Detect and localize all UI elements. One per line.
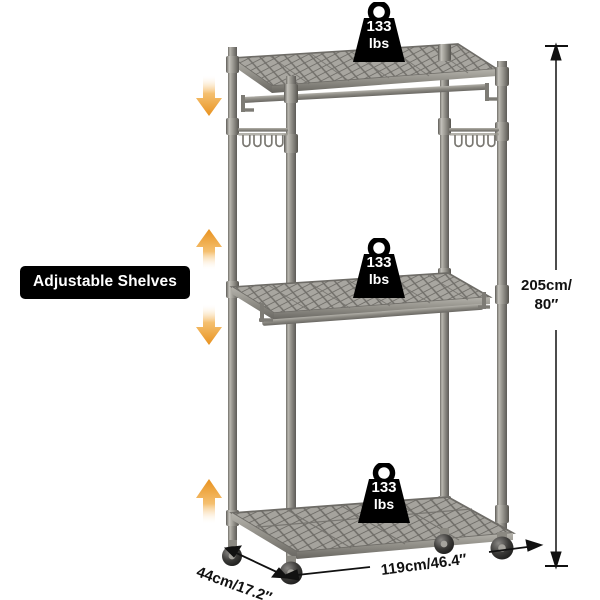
dimension-label-height: 205cm/ 80″: [521, 276, 572, 314]
capacity-badge-top-shelf: 133 lbs: [343, 2, 415, 64]
dimension-height-line2: 80″: [534, 296, 559, 313]
hooks: [242, 135, 284, 148]
right-hook-rail: [449, 128, 499, 148]
top-hanging-rod: [241, 83, 498, 112]
dimension-line-depth: [223, 545, 290, 579]
casters: [222, 528, 514, 585]
weight-icon: [358, 463, 410, 523]
adjust-arrow-1-down: [196, 75, 222, 116]
adjustable-shelves-label: Adjustable Shelves: [33, 273, 177, 290]
left-hook-rail: [238, 128, 288, 148]
hooks: [454, 135, 496, 148]
weight-icon: [353, 238, 405, 298]
adjust-arrow-2-up: [196, 229, 222, 270]
middle-shelf: [229, 272, 493, 320]
caster-back-right: [434, 528, 454, 554]
adjust-arrow-3-down: [196, 304, 222, 345]
dimension-line-height: [545, 42, 568, 570]
adjust-arrow-4-up: [196, 479, 222, 524]
capacity-badge-bottom-shelf: 133 lbs: [348, 463, 420, 525]
dimension-height-line1: 205cm/: [521, 277, 572, 294]
middle-hanging-rod: [259, 292, 490, 326]
adjustable-shelves-callout: Adjustable Shelves: [20, 266, 190, 299]
weight-icon: [353, 2, 405, 62]
capacity-badge-middle-shelf: 133 lbs: [343, 238, 415, 300]
